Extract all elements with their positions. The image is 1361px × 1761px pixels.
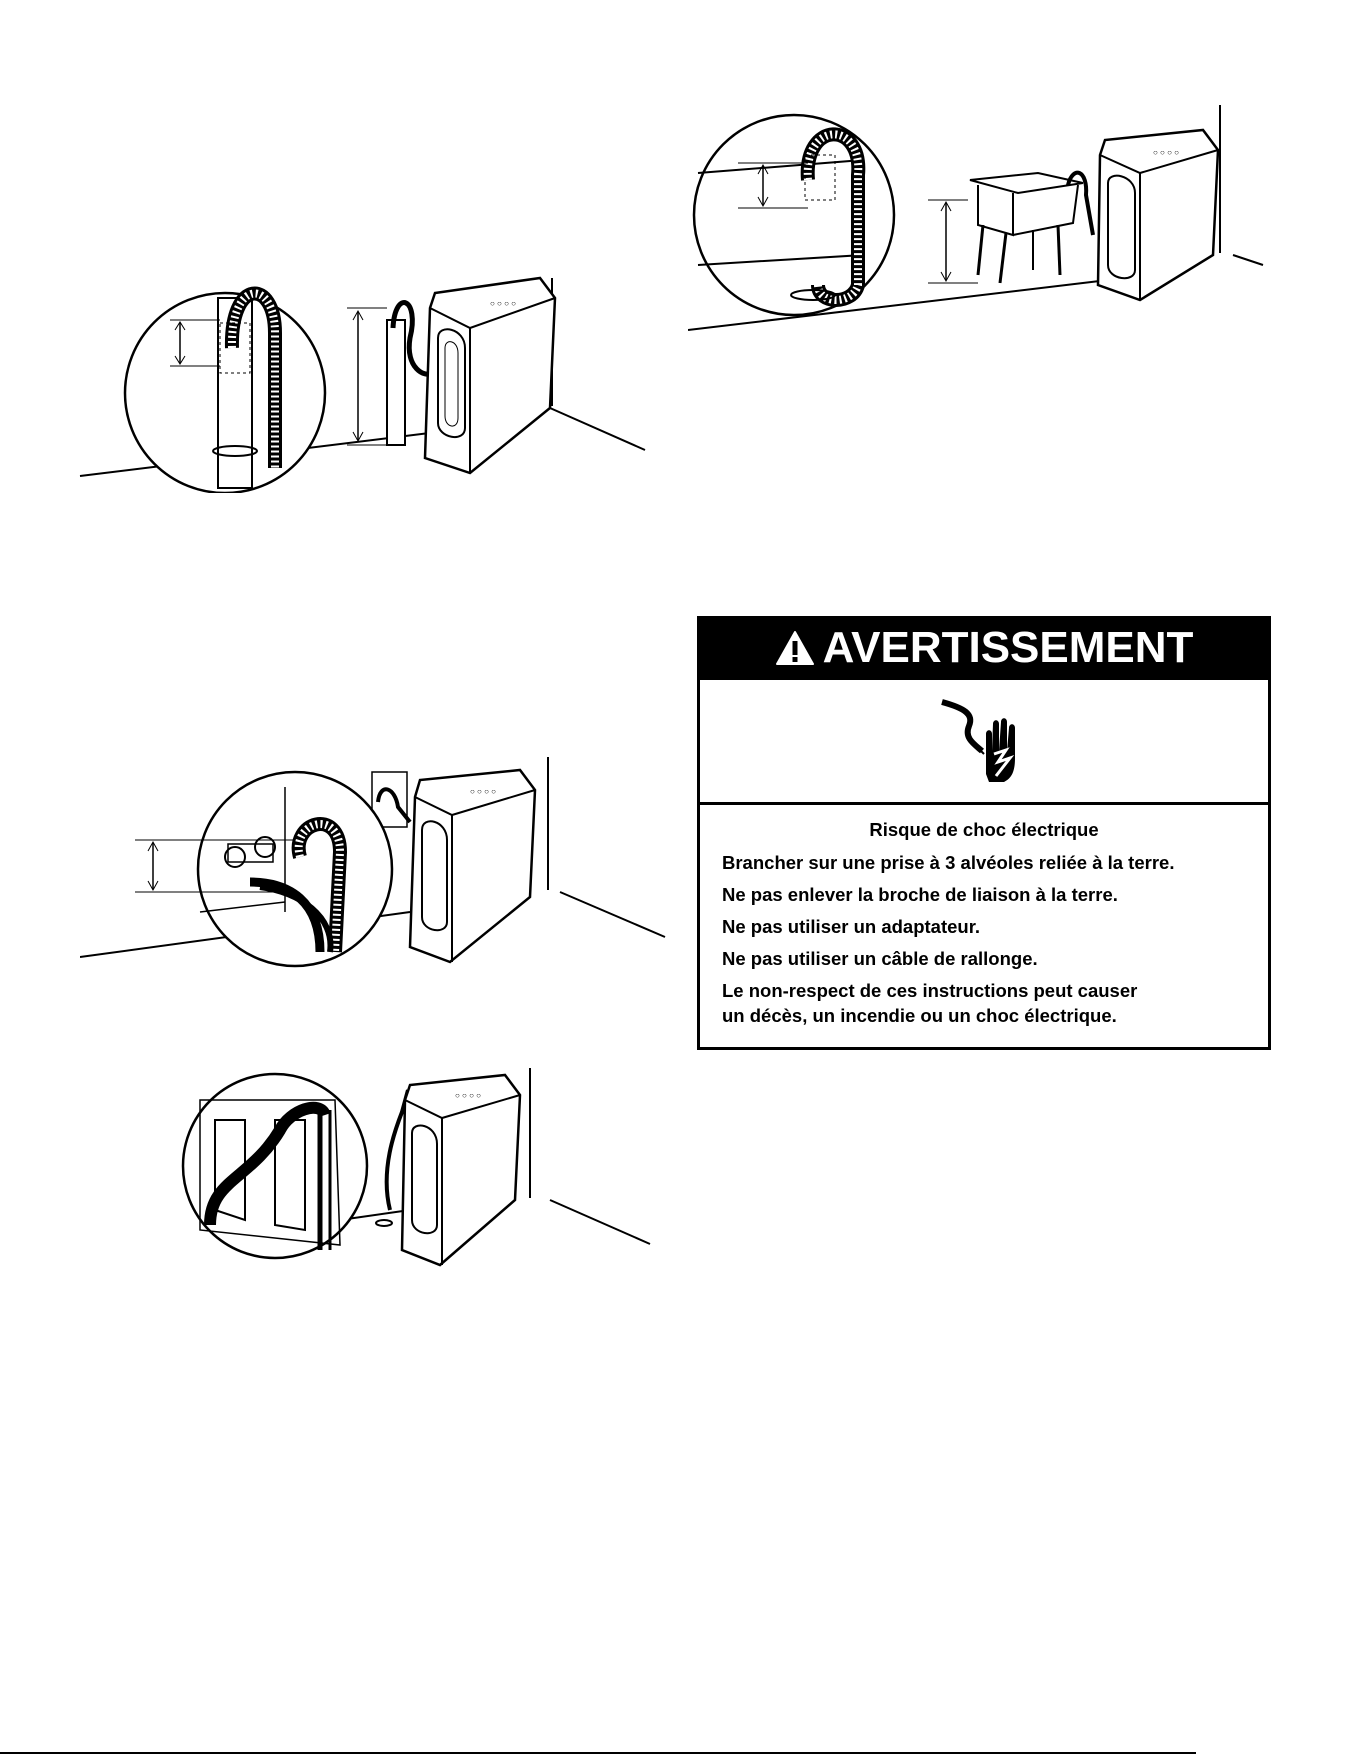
washer-laundry-tub-illustration: ○ ○ ○ ○ xyxy=(688,105,1264,331)
warning-symbol-area xyxy=(700,677,1268,805)
warning-line: Ne pas enlever la broche de liaison à la… xyxy=(722,884,1118,905)
footer-rule xyxy=(0,1752,1196,1754)
warning-line: Ne pas utiliser un câble de rallonge. xyxy=(722,948,1038,969)
warning-triangle-icon xyxy=(775,631,814,665)
standpipe-figure: ○ ○ ○ ○ xyxy=(70,268,650,493)
washer-standpipe-illustration: ○ ○ ○ ○ xyxy=(79,276,646,493)
wall-drain-figure: ○ ○ ○ ○ xyxy=(80,752,670,972)
warning-title: Risque de choc électrique xyxy=(869,819,1099,840)
warning-line: Brancher sur une prise à 3 alvéoles reli… xyxy=(722,852,1175,873)
warning-line: un décès, un incendie ou un choc électri… xyxy=(722,1005,1117,1026)
warning-heading: AVERTISSEMENT xyxy=(822,623,1194,672)
floor-drain-figure: ○ ○ ○ ○ xyxy=(180,1060,660,1280)
warning-body: Risque de choc électrique Brancher sur u… xyxy=(700,805,1268,1028)
laundry-tub-figure: ○ ○ ○ ○ xyxy=(688,105,1268,340)
warning-box: AVERTISSEMENT Risque de choc électrique … xyxy=(697,616,1271,1050)
washer-floor-drain-illustration: ○ ○ ○ ○ xyxy=(181,1068,651,1267)
warning-header: AVERTISSEMENT xyxy=(700,619,1268,677)
svg-text:○ ○ ○ ○: ○ ○ ○ ○ xyxy=(490,299,516,308)
electric-shock-hand-icon xyxy=(941,699,1015,782)
warning-line: Le non-respect de ces instructions peut … xyxy=(722,980,1138,1001)
svg-text:○ ○ ○ ○: ○ ○ ○ ○ xyxy=(455,1091,481,1100)
svg-text:○ ○ ○ ○: ○ ○ ○ ○ xyxy=(1153,148,1179,157)
warning-line: Ne pas utiliser un adaptateur. xyxy=(722,916,981,937)
washer-wall-drain-illustration: ○ ○ ○ ○ xyxy=(80,757,666,968)
svg-text:○ ○ ○ ○: ○ ○ ○ ○ xyxy=(470,787,496,796)
